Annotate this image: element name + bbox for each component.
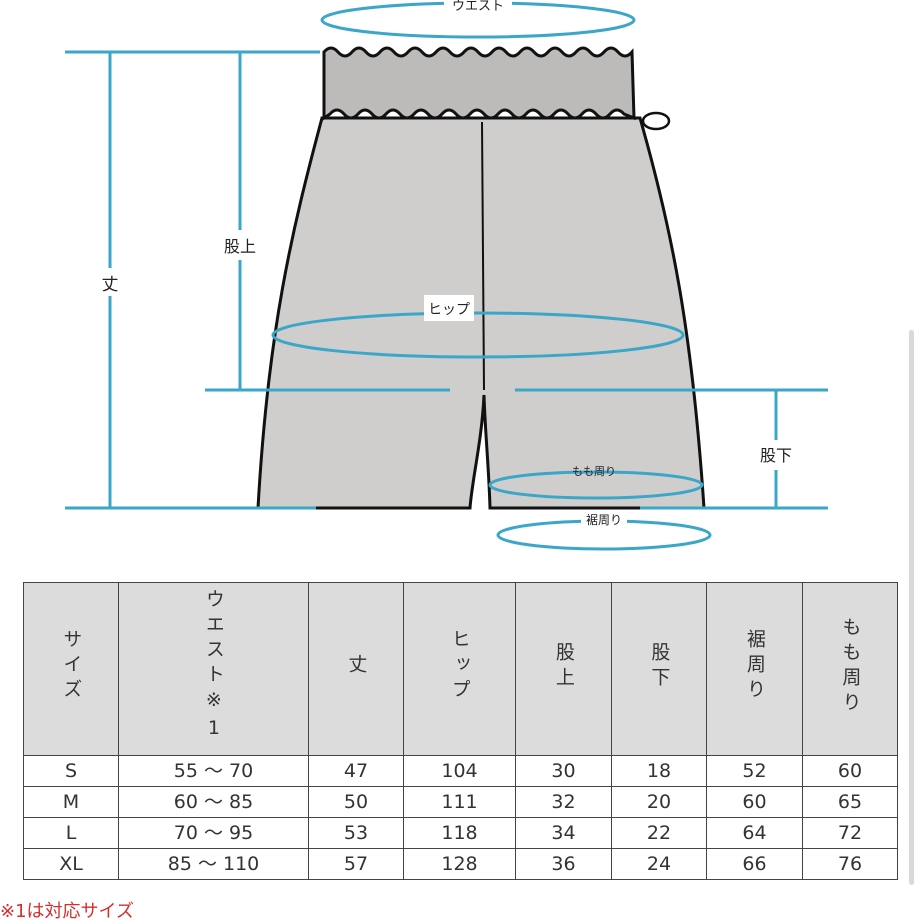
table-cell: 70 〜 95 [118, 817, 309, 849]
table-cell: 32 [515, 786, 612, 818]
header-label: もも周り [839, 616, 862, 717]
table-cell: 22 [611, 817, 707, 849]
label-hem: 裾周り [586, 512, 622, 527]
header-label: サイズ [60, 629, 83, 704]
header-cell: 丈 [308, 582, 404, 756]
label-rise: 股上 [224, 237, 256, 256]
header-cell: ウエスト※1 [118, 582, 309, 756]
table-cell: 60 [802, 755, 898, 787]
header-label: ウエスト※1 [202, 588, 225, 745]
table-cell: 65 [802, 786, 898, 818]
label-hip: ヒップ [428, 302, 470, 318]
table-cell: 128 [403, 848, 516, 880]
table-cell: 60 [706, 786, 803, 818]
shorts-measurement-diagram: ウエスト 丈 股上 ヒップ 股下 もも周り 裾周り [65, 0, 828, 551]
footnote: ※1は対応サイズ [0, 901, 134, 922]
header-label: 股下 [648, 641, 671, 692]
table-row: L 70 〜 95 53 118 34 22 64 72 [23, 817, 898, 849]
table-cell: 60 〜 85 [118, 786, 309, 818]
table-cell: 53 [308, 817, 404, 849]
waistband [322, 46, 636, 121]
table-cell: 104 [403, 755, 516, 787]
header-cell: 股上 [515, 582, 612, 756]
table-cell: 111 [403, 786, 516, 818]
table-cell: XL [23, 848, 119, 880]
header-label: 丈 [345, 654, 368, 679]
header-label: ヒップ [448, 629, 471, 704]
table-row: S 55 〜 70 47 104 30 18 52 60 [23, 755, 898, 787]
table-cell: 24 [611, 848, 707, 880]
table-row: XL 85 〜 110 57 128 36 24 66 76 [23, 848, 898, 880]
header-label: 裾周り [743, 629, 766, 704]
header-label: 股上 [552, 641, 575, 692]
table-cell: S [23, 755, 119, 787]
table-cell: M [23, 786, 119, 818]
table-row: M 60 〜 85 50 111 32 20 60 65 [23, 786, 898, 818]
label-length: 丈 [102, 275, 119, 295]
label-thigh: もも周り [572, 465, 616, 478]
scrollbar[interactable] [909, 330, 914, 885]
table-cell: 30 [515, 755, 612, 787]
table-cell: L [23, 817, 119, 849]
table-cell: 34 [515, 817, 612, 849]
label-inseam: 股下 [760, 446, 792, 465]
header-cell: 裾周り [706, 582, 803, 756]
size-table: サイズ ウエスト※1 丈 ヒップ 股上 股下 裾周り もも周り S 55 〜 7… [23, 582, 898, 880]
table-cell: 18 [611, 755, 707, 787]
center-seam [481, 121, 485, 391]
table-cell: 64 [706, 817, 803, 849]
header-cell: サイズ [23, 582, 119, 756]
table-cell: 47 [308, 755, 404, 787]
table-cell: 76 [802, 848, 898, 880]
table-cell: 57 [308, 848, 404, 880]
label-waist: ウエスト [452, 0, 504, 14]
table-cell: 20 [611, 786, 707, 818]
table-cell: 118 [403, 817, 516, 849]
table-cell: 66 [706, 848, 803, 880]
header-cell: ヒップ [403, 582, 516, 756]
table-cell: 50 [308, 786, 404, 818]
drawstring-loop [641, 111, 671, 131]
table-cell: 72 [802, 817, 898, 849]
table-cell: 55 〜 70 [118, 755, 309, 787]
table-cell: 52 [706, 755, 803, 787]
table-cell: 36 [515, 848, 612, 880]
header-cell: もも周り [802, 582, 898, 756]
table-header-row: サイズ ウエスト※1 丈 ヒップ 股上 股下 裾周り もも周り [23, 582, 898, 756]
table-cell: 85 〜 110 [118, 848, 309, 880]
header-cell: 股下 [611, 582, 707, 756]
